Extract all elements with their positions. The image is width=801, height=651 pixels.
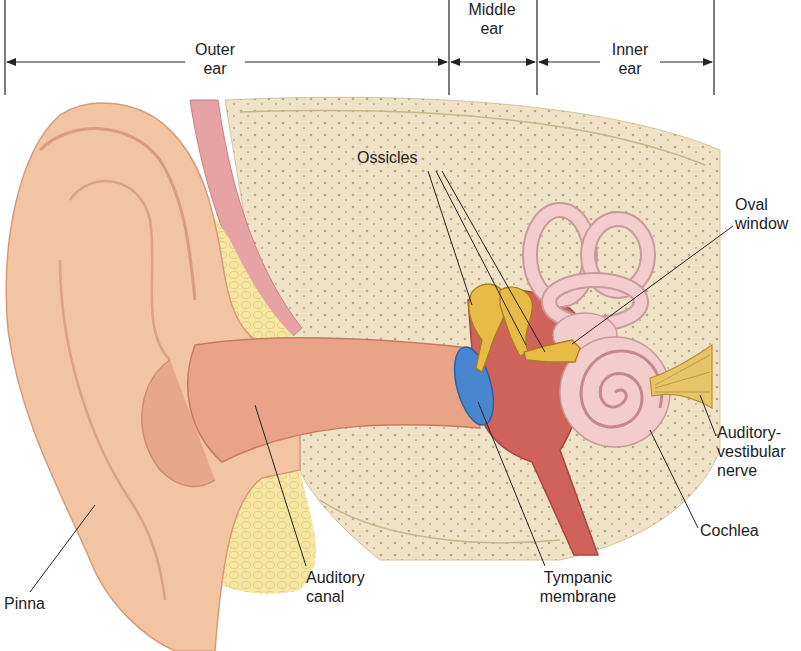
- part-label: Cochlea: [700, 521, 759, 540]
- section-brackets: [5, 0, 714, 95]
- auditory-canal-tube: [188, 338, 480, 462]
- part-label: Oval window: [735, 195, 797, 233]
- part-label: Auditory- vestibular nerve: [717, 423, 797, 481]
- section-label: Outer ear: [185, 40, 245, 78]
- section-label: Middle ear: [459, 0, 525, 38]
- tympanic-membrane-shape: [447, 343, 501, 429]
- part-label: Pinna: [4, 594, 45, 613]
- ossicles-shape: [469, 284, 580, 372]
- section-label: Inner ear: [600, 40, 660, 78]
- part-label: Tympanic membrane: [530, 568, 626, 606]
- part-label: Auditory canal: [306, 568, 378, 606]
- semicircular-canals: [530, 210, 648, 324]
- auditory-nerve-shape: [650, 345, 712, 408]
- part-label: Ossicles: [357, 148, 417, 167]
- leader-lines: [30, 171, 733, 592]
